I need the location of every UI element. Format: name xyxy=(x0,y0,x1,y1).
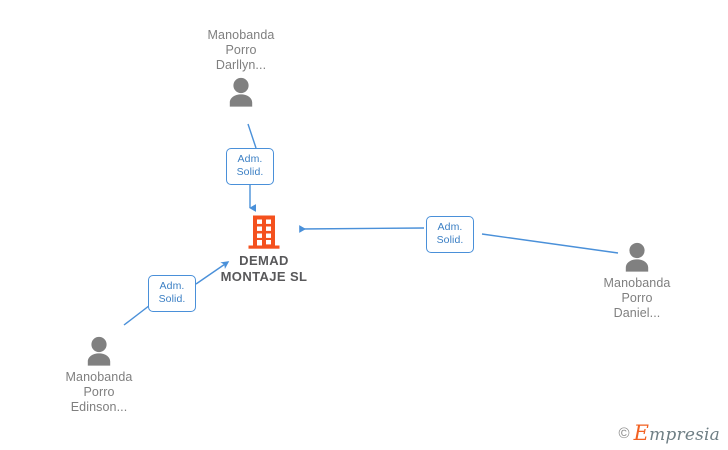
edge-edinson-upper xyxy=(195,261,230,285)
edge-darllyn-upper xyxy=(247,123,257,149)
copyright-icon: © xyxy=(618,425,630,442)
empresia-watermark: © Empresia xyxy=(619,423,720,444)
person-label-edinson: Manobanda Porro Edinson... xyxy=(65,370,133,414)
relation-chip-edinson[interactable]: Adm. Solid. xyxy=(148,275,196,312)
person-node-edinson[interactable]: Manobanda Porro Edinson... xyxy=(29,336,169,415)
brand-rest: mpresia xyxy=(649,425,720,445)
company-node-demad-montaje-sl[interactable]: DEMAD MONTAJE SL xyxy=(184,214,344,285)
person-node-darllyn[interactable]: Manobanda Porro Darllyn... xyxy=(171,28,311,107)
person-label-daniel: Manobanda Porro Daniel... xyxy=(603,276,671,320)
brand-initial: E xyxy=(633,421,650,445)
company-label: DEMAD MONTAJE SL xyxy=(220,253,308,284)
brand-name: Empresia xyxy=(634,423,720,444)
building-icon xyxy=(184,214,344,250)
person-node-daniel[interactable]: Manobanda Porro Daniel... xyxy=(567,242,707,321)
edge-daniel-right xyxy=(481,233,619,254)
person-icon xyxy=(567,242,707,272)
relation-chip-darllyn[interactable]: Adm. Solid. xyxy=(226,148,274,185)
person-label-darllyn: Manobanda Porro Darllyn... xyxy=(207,28,275,72)
person-icon xyxy=(29,336,169,366)
edge-daniel-left xyxy=(299,225,425,233)
person-icon xyxy=(171,77,311,107)
relation-chip-daniel[interactable]: Adm. Solid. xyxy=(426,216,474,253)
